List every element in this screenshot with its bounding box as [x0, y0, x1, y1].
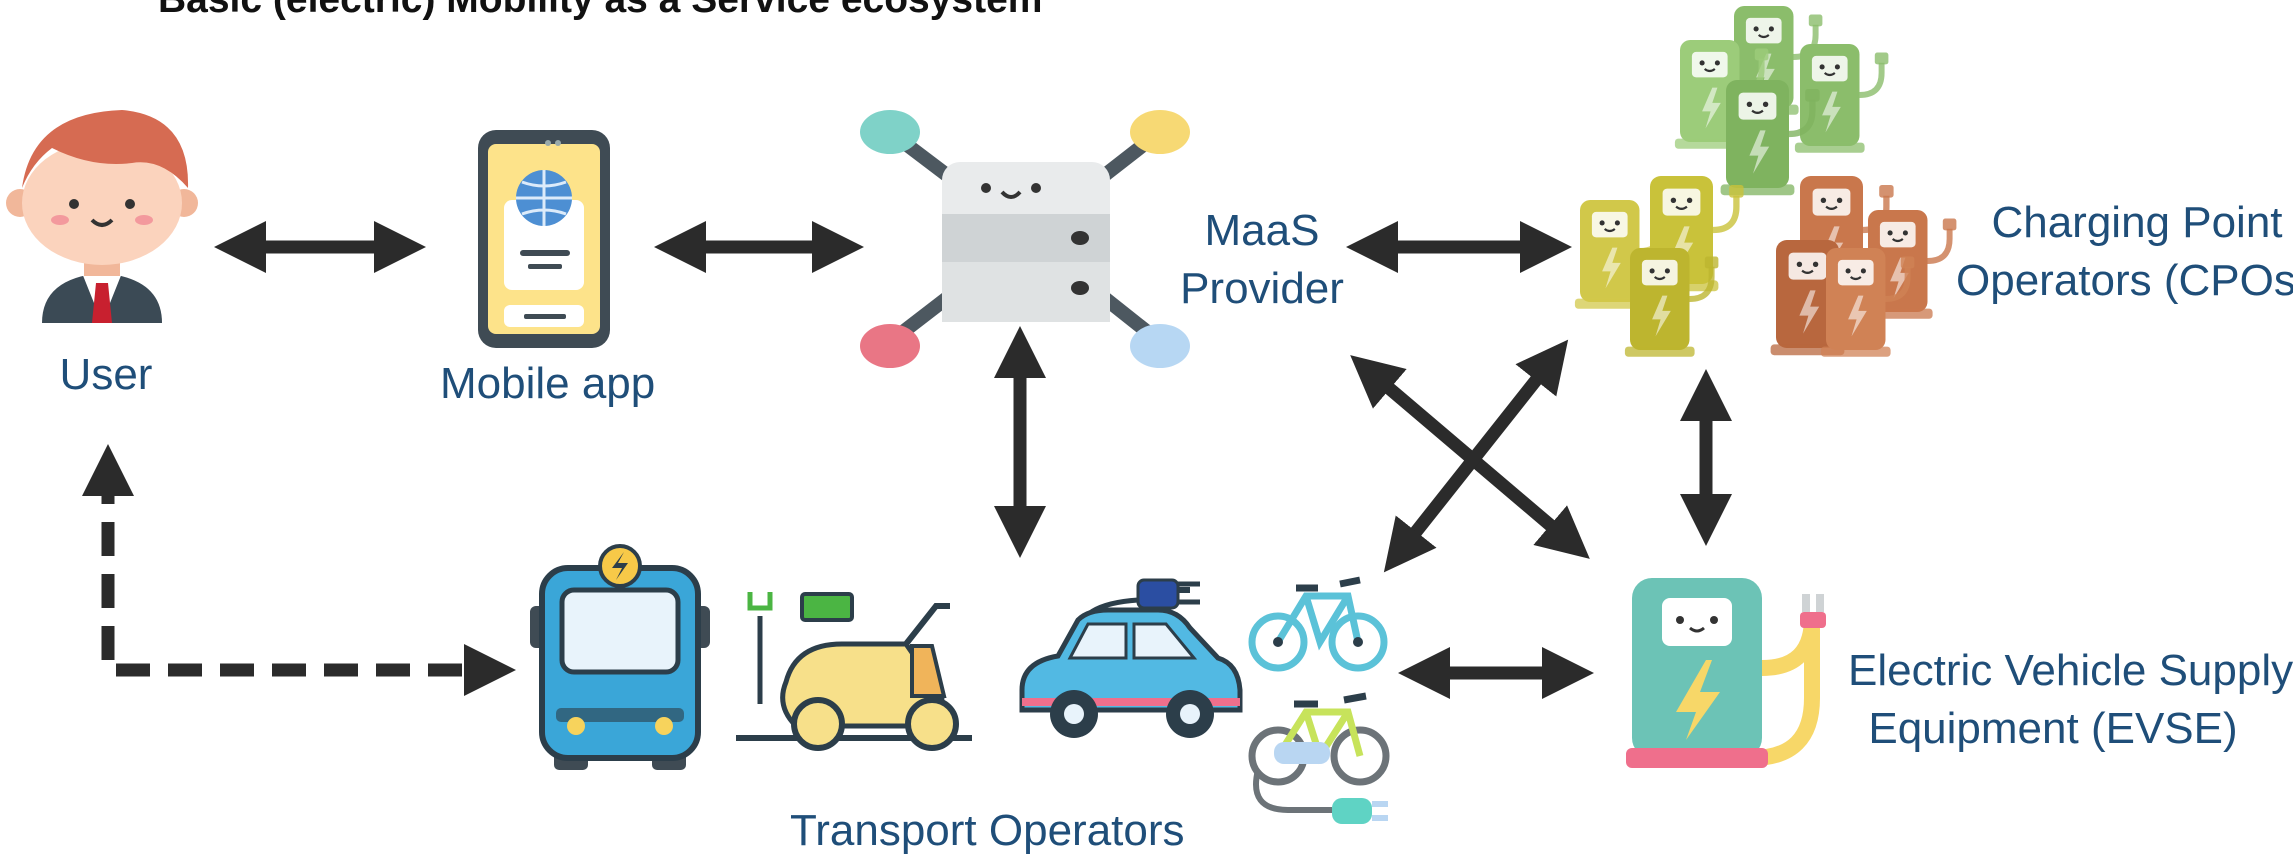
evse-label-line2: Equipment (EVSE) — [1868, 704, 2238, 753]
user-label: User — [59, 350, 153, 399]
electric-bus-icon — [530, 544, 710, 770]
ev-charger-icon — [1626, 578, 1826, 768]
arrow-cpo-transport — [1383, 339, 1569, 573]
mobile-app-label: Mobile app — [440, 359, 656, 408]
cpo-label-line1: Charging Point — [1991, 198, 2283, 247]
cpo-label: Charging Point Operators (CPOs) — [1956, 194, 2293, 310]
maas-provider-label: MaaS Provider — [1172, 202, 1352, 318]
evse-label: Electric Vehicle Supply Equipment (EVSE) — [1848, 642, 2293, 758]
maas-provider-label-line2: Provider — [1180, 264, 1344, 313]
arrow-transport-user-dashed — [82, 444, 516, 696]
bicycle-icon — [1248, 576, 1388, 672]
person-icon — [6, 110, 198, 323]
charging-stations-icon — [1575, 6, 1957, 357]
diagram-title: Basic (electric) Mobility as a Service e… — [158, 0, 1042, 22]
smartphone-icon — [478, 130, 610, 348]
transport-operators-label: Transport Operators — [790, 806, 1185, 855]
electric-scooter-icon — [736, 592, 972, 751]
e-bike-icon — [1248, 692, 1390, 824]
evse-label-line1: Electric Vehicle Supply — [1848, 646, 2293, 695]
server-hub-icon — [860, 110, 1190, 368]
maas-provider-label-line1: MaaS — [1204, 206, 1320, 255]
cpo-label-line2: Operators (CPOs) — [1956, 256, 2293, 305]
arrows — [82, 221, 1732, 699]
electric-car-icon — [1019, 578, 1243, 738]
